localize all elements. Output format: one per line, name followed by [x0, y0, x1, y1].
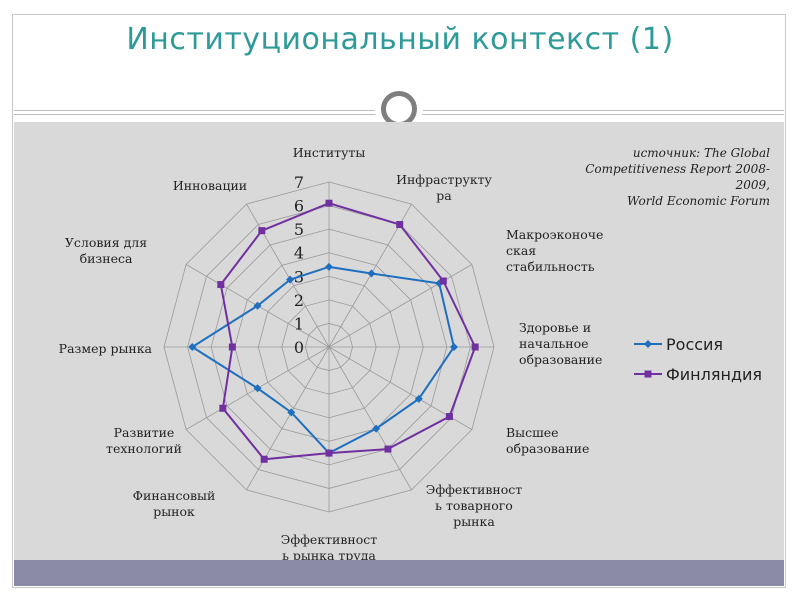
- data-point: [217, 281, 225, 289]
- category-label: технологий: [106, 441, 182, 456]
- grid-spoke: [328, 346, 412, 491]
- category-label: образование: [519, 352, 602, 367]
- data-point: [286, 275, 295, 284]
- data-point: [325, 199, 333, 207]
- category-label: ь рынка труда: [282, 548, 376, 560]
- legend-label: Россия: [666, 335, 723, 354]
- category-label: Эффективност: [426, 482, 522, 497]
- source-line-4: World Economic Forum: [627, 194, 770, 208]
- data-point: [471, 343, 479, 351]
- data-point: [384, 445, 392, 453]
- tick-label: 6: [294, 197, 304, 216]
- category-label: ская: [506, 243, 536, 258]
- data-point: [253, 384, 262, 393]
- data-point: [445, 413, 453, 421]
- data-point: [367, 269, 376, 278]
- category-label: Развитие: [114, 425, 175, 440]
- data-point: [372, 424, 381, 433]
- category-label: Высшее: [506, 425, 559, 440]
- chart-panel: [14, 122, 784, 560]
- data-point: [188, 343, 197, 351]
- source-line-3: 2009,: [735, 178, 770, 192]
- tick-label: 0: [294, 338, 304, 357]
- grid-spoke: [328, 264, 473, 348]
- data-point: [414, 394, 423, 403]
- category-label: Макроэконоче: [506, 227, 603, 242]
- tick-label: 5: [294, 220, 304, 239]
- category-label: ра: [436, 188, 452, 203]
- footer-band: [14, 560, 784, 586]
- source-line-2: Competitiveness Report 2008-: [585, 162, 770, 176]
- category-label: рынок: [153, 504, 195, 519]
- category-label: Институты: [293, 145, 366, 160]
- data-point: [253, 301, 262, 310]
- category-label: Инфраструкту: [396, 172, 492, 187]
- category-label: Размер рынка: [59, 341, 153, 356]
- category-label: начальное: [519, 336, 589, 351]
- source-line-1: источник: The Global: [632, 146, 770, 160]
- source-note: источник: The Global Competitiveness Rep…: [560, 145, 770, 209]
- data-point: [325, 449, 333, 457]
- series-line-russia: [190, 265, 456, 455]
- data-point: [287, 408, 296, 417]
- data-point: [396, 221, 404, 229]
- category-label: Финансовый: [133, 488, 216, 503]
- category-label: бизнеса: [80, 251, 133, 266]
- category-label: Условия для: [65, 235, 147, 250]
- data-point: [439, 277, 447, 285]
- data-point: [260, 455, 268, 463]
- data-point: [325, 262, 333, 271]
- radar-chart-svg: 01234567ИнститутыИнфраструктураМакроэкон…: [59, 145, 762, 560]
- data-point: [449, 343, 458, 351]
- category-label: образование: [506, 441, 589, 456]
- category-label: Инновации: [173, 178, 247, 193]
- legend-label: Финляндия: [666, 365, 762, 384]
- slide-title: Институциональный контекст (1): [126, 22, 674, 57]
- category-label: стабильность: [506, 259, 595, 274]
- tick-label: 7: [294, 173, 304, 192]
- tick-label: 4: [294, 244, 304, 263]
- tick-label: 1: [294, 314, 304, 333]
- category-label: ь товарного: [435, 498, 513, 513]
- category-label: Эффективност: [281, 532, 377, 547]
- legend-marker: [644, 370, 652, 378]
- series-line-finland: [219, 202, 477, 461]
- data-point: [228, 343, 236, 351]
- category-label: Здоровье и: [519, 320, 591, 335]
- data-point: [219, 404, 227, 412]
- tick-label: 2: [294, 291, 304, 310]
- data-point: [258, 227, 266, 235]
- legend-marker: [644, 340, 652, 348]
- category-label: рынка: [453, 514, 495, 529]
- grid-spoke: [246, 346, 330, 491]
